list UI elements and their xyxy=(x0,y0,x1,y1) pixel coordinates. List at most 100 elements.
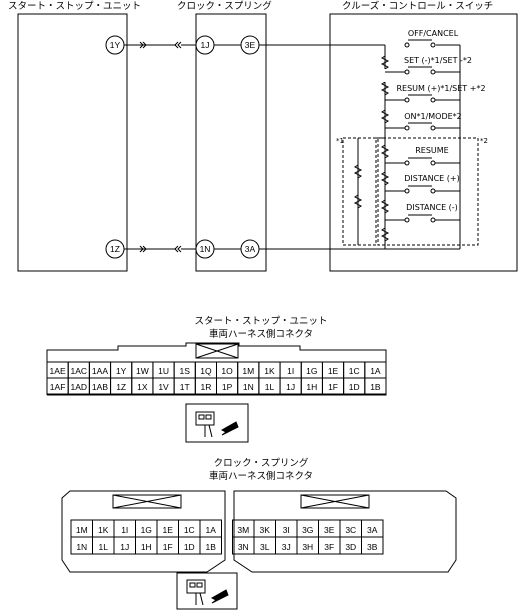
switch-label-set: SET (-)*1/SET -*2 xyxy=(404,56,472,65)
connector1-title-line1: スタート・ストップ・ユニット xyxy=(194,316,327,327)
pin-label: 1W xyxy=(136,366,149,376)
terminal-1z-label: 1Z xyxy=(110,244,120,254)
pin-label: 1L xyxy=(265,382,275,392)
pin-label: 1E xyxy=(328,366,339,376)
terminal-1j xyxy=(195,35,215,55)
pin-label: 1C xyxy=(349,366,360,376)
terminal-3a xyxy=(240,239,260,259)
pin-label: 1Z xyxy=(116,382,126,392)
connector2-title-line2: 車両ハーネス側コネクタ xyxy=(209,470,313,482)
connector1-title-line2: 車両ハーネス側コネクタ xyxy=(209,328,313,340)
start-stop-unit-title: スタート・ストップ・ユニット xyxy=(8,1,141,12)
pin-label: 1S xyxy=(180,366,191,376)
pin-label: 1F xyxy=(163,542,173,552)
pin-label: 1B xyxy=(370,382,381,392)
dashed-box-note2 xyxy=(377,137,479,246)
connector1-cells: 1AE 1AC 1AA 1Y 1W 1U 1S 1Q 1O 1M 1K 1I 1G 1E 1C 1A 1AF 1A… xyxy=(46,361,387,395)
pin-label: 1A xyxy=(370,366,381,376)
pin-label: 1AC xyxy=(71,366,88,376)
switch-label-distance-plus: DISTANCE (+) xyxy=(404,174,459,183)
pin-label: 1Y xyxy=(116,366,127,376)
pin-label: 1F xyxy=(328,382,338,392)
pin-label: 1Q xyxy=(200,366,212,376)
pin-label: 3B xyxy=(367,542,378,552)
cruise-switch-box xyxy=(329,13,518,272)
pin-label: 1U xyxy=(158,366,169,376)
pin-label: 1L xyxy=(99,542,109,552)
pin-label: 3I xyxy=(283,525,290,535)
pin-label: 1V xyxy=(158,382,169,392)
pin-label: 1D xyxy=(349,382,360,392)
dashed-box-note1 xyxy=(342,137,377,246)
note-2-marker: *2 xyxy=(480,137,488,145)
clock-spring-box xyxy=(195,13,267,272)
pin-label: 1AB xyxy=(92,382,108,392)
pin-label: 1AA xyxy=(92,366,108,376)
pin-label: 3G xyxy=(302,525,313,535)
pin-cell xyxy=(361,536,384,555)
start-stop-unit-box xyxy=(17,13,128,272)
pin-label: 3N xyxy=(238,542,249,552)
terminal-3e xyxy=(240,35,260,55)
pin-label: 3L xyxy=(260,542,270,552)
pin-label: 1K xyxy=(264,366,275,376)
switch-label-off-cancel: OFF/CANCEL xyxy=(408,29,459,38)
pin-label: 1M xyxy=(76,525,88,535)
switch-network xyxy=(342,39,479,249)
pin-label: 1AE xyxy=(50,366,66,376)
pin-label: 1C xyxy=(184,525,195,535)
pin-label: 1R xyxy=(200,382,211,392)
pin-label: 1J xyxy=(286,382,295,392)
terminal-1z xyxy=(105,239,125,259)
note-1-marker: *1 xyxy=(336,137,344,145)
pin-cell xyxy=(364,377,387,395)
terminal-1y xyxy=(105,35,125,55)
pin-label: 1T xyxy=(180,382,190,392)
pin-label: 3H xyxy=(302,542,313,552)
pin-label: 1D xyxy=(184,542,195,552)
pin-label: 1B xyxy=(206,542,217,552)
pin-label: 1A xyxy=(206,525,217,535)
terminal-3e-label: 3E xyxy=(245,40,256,50)
switch-label-resume: RESUME xyxy=(415,146,449,155)
pin-label: 3M xyxy=(237,525,249,535)
connector2-title-line1: クロック・スプリング xyxy=(214,457,309,469)
pin-label: 1AF xyxy=(50,382,66,392)
pin-label: 3C xyxy=(345,525,356,535)
pin-label: 1G xyxy=(141,525,152,535)
switch-label-on-mode: ON*1/MODE*2 xyxy=(404,112,462,121)
pin-label: 1X xyxy=(137,382,148,392)
switch-label-resum: RESUM (+)*1/SET +*2 xyxy=(396,84,485,93)
cruise-switch-title: クルーズ・コントロール・スイッチ xyxy=(342,0,493,12)
pin-label: 3A xyxy=(367,525,378,535)
pin-label: 1N xyxy=(243,382,254,392)
pin-label: 3D xyxy=(345,542,356,552)
pin-label: 3K xyxy=(260,525,271,535)
terminal-1j-label: 1J xyxy=(201,40,210,50)
pin-cell xyxy=(199,536,222,555)
pin-label: 1M xyxy=(242,366,254,376)
wiring-diagram xyxy=(17,13,518,272)
terminal-3a-label: 3A xyxy=(245,244,256,254)
switch-label-distance-minus: DISTANCE (-) xyxy=(406,203,458,212)
pin-label: 1P xyxy=(222,382,233,392)
pin-label: 1N xyxy=(76,542,87,552)
pin-label: 1I xyxy=(121,525,128,535)
pin-label: 1E xyxy=(163,525,174,535)
pin-label: 1H xyxy=(306,382,317,392)
clock-spring-title: クロック・スプリング xyxy=(177,0,272,12)
terminal-1n-label: 1N xyxy=(200,244,211,254)
connector2-body xyxy=(61,490,457,573)
terminal-1n xyxy=(195,239,215,259)
pin-label: 1I xyxy=(287,366,294,376)
connector2-plug-icon xyxy=(176,572,238,610)
pin-label: 1K xyxy=(98,525,109,535)
terminal-1y-label: 1Y xyxy=(110,40,121,50)
pin-label: 1G xyxy=(306,366,317,376)
pin-label: 1O xyxy=(221,366,233,376)
pin-label: 3E xyxy=(324,525,335,535)
connector1-plug-icon xyxy=(185,403,249,443)
pin-label: 3F xyxy=(324,542,334,552)
